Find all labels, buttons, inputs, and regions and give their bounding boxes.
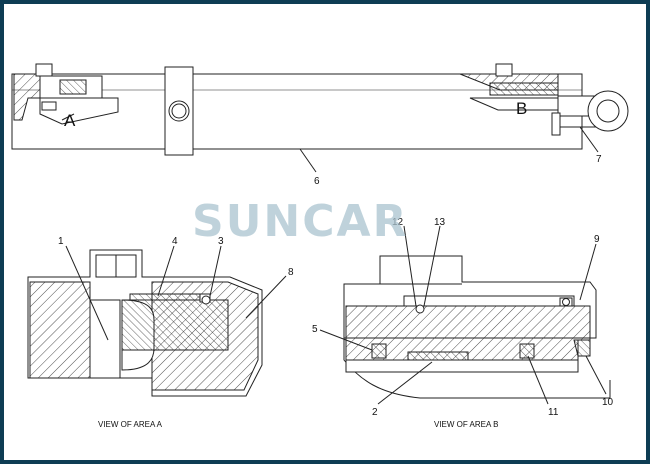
callout-10: 10	[602, 397, 614, 408]
callout-12: 12	[392, 217, 404, 228]
callout-3: 3	[218, 236, 224, 247]
caption-view-area-b: VIEW OF AREA B	[434, 420, 498, 429]
callout-8: 8	[288, 267, 294, 278]
callout-2: 2	[372, 407, 378, 418]
area-b-letter: B	[516, 99, 527, 118]
callout-11: 11	[548, 407, 559, 418]
callout-9: 9	[594, 234, 600, 245]
callout-7: 7	[596, 154, 602, 165]
detail-area-b	[319, 225, 611, 405]
callout-1: 1	[58, 236, 64, 247]
area-a-letter: A	[64, 111, 76, 130]
callout-13: 13	[434, 217, 446, 228]
callout-4: 4	[172, 236, 178, 247]
detail-area-a	[27, 245, 287, 397]
watermark-logo: SUNCAR	[192, 196, 408, 247]
caption-view-area-a: VIEW OF AREA A	[98, 420, 163, 429]
detail-a-callouts: 1 4 3 8	[58, 236, 294, 278]
detail-b-callouts: 12 13 9 5 2 11 10	[312, 217, 614, 418]
cylinder-overall-view	[11, 63, 629, 173]
callout-6: 6	[314, 176, 320, 187]
callout-5: 5	[312, 324, 318, 335]
